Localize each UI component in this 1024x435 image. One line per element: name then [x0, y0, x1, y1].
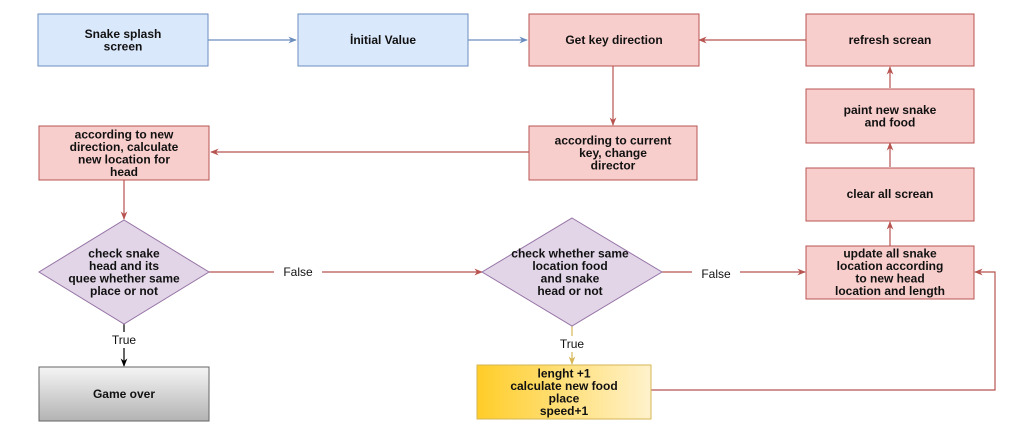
edge-label-food-false: False [701, 267, 731, 281]
node-label-line: Get key direction [565, 33, 662, 47]
node-initial-value-label: İnitial Value [350, 32, 416, 47]
node-label-line: according to current [555, 134, 672, 148]
node-label-line: location food [532, 259, 607, 273]
node-label-line: according to new [75, 127, 174, 141]
node-label-line: check snake [88, 246, 160, 260]
node-label-line: clear all screan [847, 187, 934, 201]
node-game-over-label: Game over [93, 387, 155, 401]
node-label-line: place or not [90, 284, 158, 298]
node-label-line: Snake splash [85, 27, 162, 41]
node-label-line: to new head [855, 271, 924, 285]
node-refresh-screan: refresh screan [805, 13, 975, 67]
node-label-line: location according [837, 259, 944, 273]
edge-label-head-true: True [112, 333, 137, 347]
node-label-line: head and its [89, 259, 159, 273]
node-refresh-screan-label: refresh screan [849, 33, 932, 47]
node-label-line: screen [104, 39, 143, 53]
node-label-line: key, change [579, 146, 647, 160]
label-bg-head-false [274, 264, 322, 280]
label-bg-food-true [552, 336, 592, 352]
edge-labels: False False True True [104, 264, 740, 352]
node-label-line: paint new snake [844, 103, 937, 117]
edge-label-head-false: False [283, 265, 313, 279]
edge-grow-to-update [651, 268, 996, 391]
node-label-line: location and length [835, 284, 945, 298]
node-label-line: and food [865, 115, 916, 129]
edges [120, 36, 996, 391]
node-label-line: speed+1 [540, 404, 589, 418]
node-label-line: refresh screan [849, 33, 932, 47]
node-label-line: head [110, 165, 138, 179]
node-initial-value: İnitial Value [297, 13, 469, 67]
node-label-line: place [549, 391, 580, 405]
edge-label-food-true: True [560, 337, 585, 351]
node-label-line: check whether same [511, 246, 629, 260]
node-label-line: direction, calculate [70, 140, 179, 154]
node-label-line: Game over [93, 387, 155, 401]
node-label-line: lenght +1 [537, 366, 590, 380]
node-label-line: director [591, 159, 636, 173]
node-get-key-direction: Get key direction [528, 13, 700, 67]
node-label-line: update all snake [843, 246, 937, 260]
node-label-line: head or not [537, 284, 602, 298]
label-bg-head-true [104, 332, 144, 348]
node-label-line: and snake [541, 271, 600, 285]
node-clear-screan-label: clear all screan [847, 187, 934, 201]
node-label-line: calculate new food [510, 379, 617, 393]
node-get-key-direction-label: Get key direction [565, 33, 662, 47]
node-game-over: Game over [38, 366, 210, 422]
node-label-line: new location for [78, 152, 170, 166]
node-label-line: quee whether same [68, 271, 180, 285]
node-label-line: İnitial Value [350, 32, 416, 47]
node-clear-screan: clear all screan [805, 167, 975, 222]
label-bg-food-false [692, 266, 740, 282]
